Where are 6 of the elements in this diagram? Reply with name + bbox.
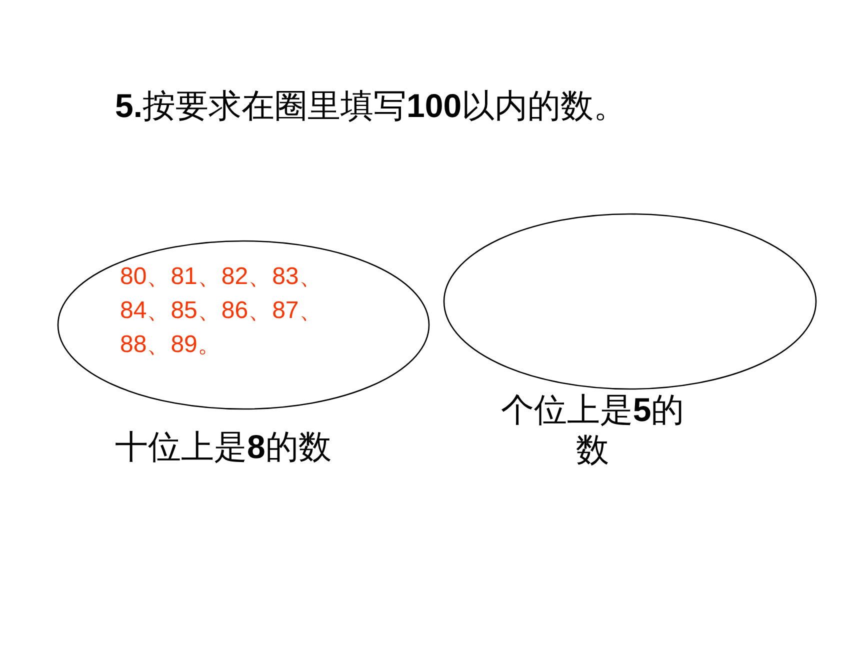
number-list: 80、81、82、83、84、85、86、87、88、89。	[120, 260, 370, 362]
set-ellipse	[443, 213, 817, 390]
set-caption: 个位上是5的数	[500, 390, 686, 470]
heading: 5.按要求在圈里填写100以内的数。	[115, 86, 627, 126]
set-ellipse	[57, 240, 430, 410]
set-caption: 十位上是8的数	[115, 427, 332, 467]
